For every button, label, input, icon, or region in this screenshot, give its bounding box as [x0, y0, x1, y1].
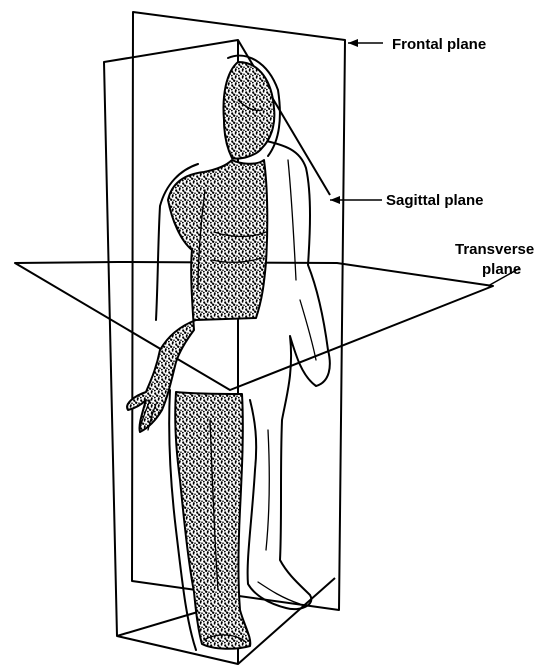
body-left-half	[127, 62, 274, 649]
transverse-plane-label-line2: plane	[482, 261, 521, 278]
sagittal-plane-label: Sagittal plane	[386, 192, 484, 209]
frontal-plane-label: Frontal plane	[392, 36, 486, 53]
frontal-pointer	[348, 39, 383, 47]
sagittal-pointer	[330, 196, 382, 204]
transverse-plane-label: Transverse	[455, 241, 534, 258]
